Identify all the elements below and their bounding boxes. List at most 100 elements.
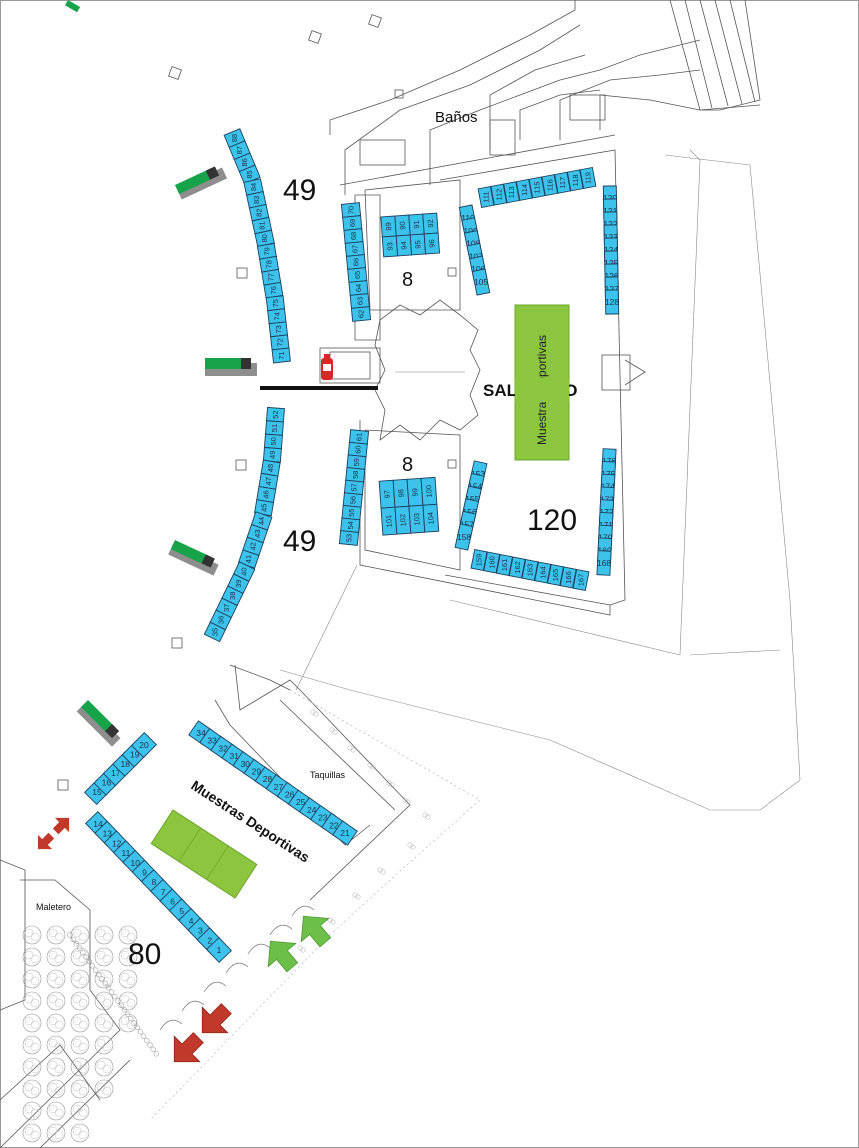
booth-51[interactable]: 51: [264, 420, 284, 436]
booth-89[interactable]: 89: [380, 215, 397, 238]
booth-61[interactable]: 61: [348, 429, 370, 445]
booth-64[interactable]: 64: [348, 280, 369, 296]
booth-number: 66: [352, 258, 361, 266]
booth-49[interactable]: 49: [262, 446, 282, 463]
booth-113[interactable]: 113: [503, 181, 520, 204]
booth-168[interactable]: 168: [596, 550, 612, 576]
booth-84[interactable]: 84: [243, 178, 264, 196]
booth-100[interactable]: 100: [420, 476, 438, 506]
booth-103[interactable]: 103: [408, 504, 426, 534]
booth-90[interactable]: 90: [394, 214, 411, 237]
booth-65[interactable]: 65: [347, 267, 368, 283]
booth-91[interactable]: 91: [408, 213, 425, 236]
tree-icon: [118, 947, 138, 967]
booth-number: 75: [271, 299, 280, 307]
booth-number: 164: [538, 566, 547, 579]
booth-93[interactable]: 93: [381, 235, 399, 258]
booth-number: 170: [598, 533, 612, 543]
booth-98[interactable]: 98: [392, 478, 410, 508]
booth-67[interactable]: 67: [344, 241, 365, 257]
booth-99[interactable]: 99: [406, 477, 424, 507]
booth-52[interactable]: 52: [266, 406, 285, 423]
booth-number: 81: [257, 221, 266, 229]
booth-46[interactable]: 46: [256, 486, 277, 504]
booth-59[interactable]: 59: [346, 454, 367, 471]
booth-number: 5: [179, 906, 184, 916]
booth-96[interactable]: 96: [423, 232, 441, 255]
booth-165[interactable]: 165: [547, 563, 564, 587]
booth-95[interactable]: 95: [409, 233, 427, 256]
booth-63[interactable]: 63: [349, 293, 370, 309]
booth-73[interactable]: 73: [268, 321, 288, 338]
booth-166[interactable]: 166: [559, 566, 577, 589]
booth-number: 165: [551, 569, 560, 582]
booth-50[interactable]: 50: [263, 433, 283, 450]
booth-21[interactable]: 21: [332, 820, 358, 846]
booth-81[interactable]: 81: [251, 216, 273, 235]
booth-69[interactable]: 69: [342, 215, 363, 231]
booth-161[interactable]: 161: [496, 553, 513, 577]
booth-76[interactable]: 76: [263, 281, 284, 299]
booth-164[interactable]: 164: [534, 561, 552, 584]
booth-70[interactable]: 70: [340, 202, 362, 218]
booth-20[interactable]: 20: [130, 731, 158, 759]
booth-number: 19: [130, 749, 140, 759]
booth-53[interactable]: 53: [338, 530, 360, 546]
label-maletero: Maletero: [36, 902, 71, 912]
booth-75[interactable]: 75: [265, 295, 286, 312]
booth-102[interactable]: 102: [394, 505, 412, 535]
booth-number: 61: [355, 433, 364, 441]
booth-162[interactable]: 162: [508, 556, 526, 579]
booth-number: 102: [398, 514, 408, 527]
booth-114[interactable]: 114: [515, 178, 533, 201]
booth-159[interactable]: 159: [470, 548, 488, 572]
booth-number: 41: [244, 555, 253, 563]
booth-118[interactable]: 118: [566, 169, 584, 192]
booth-116[interactable]: 116: [541, 174, 559, 197]
booth-92[interactable]: 92: [422, 212, 439, 235]
booth-160[interactable]: 160: [483, 551, 501, 574]
booth-111[interactable]: 111: [477, 185, 495, 209]
exit-arrow-icon: [52, 817, 70, 835]
booth-35[interactable]: 35: [203, 621, 227, 643]
booth-119[interactable]: 119: [579, 166, 597, 190]
booth-number: 168: [597, 558, 611, 568]
booth-number: 78: [265, 260, 274, 268]
booth-158[interactable]: 158: [454, 523, 475, 551]
booth-66[interactable]: 66: [345, 254, 367, 270]
booth-71[interactable]: 71: [271, 347, 291, 364]
booth-1[interactable]: 1: [205, 936, 233, 964]
tree-icon: [46, 1123, 66, 1143]
booth-105[interactable]: 105: [471, 268, 492, 296]
tree-icon: [118, 991, 138, 1011]
booth-number: 106: [471, 264, 485, 274]
booth-115[interactable]: 115: [528, 176, 546, 199]
booth-68[interactable]: 68: [343, 228, 364, 244]
booth-number: 91: [412, 220, 422, 229]
booth-104[interactable]: 104: [422, 503, 440, 533]
booth-number: 94: [399, 241, 409, 250]
booth-43[interactable]: 43: [246, 523, 269, 544]
booth-94[interactable]: 94: [395, 234, 413, 257]
booth-128[interactable]: 128: [604, 289, 620, 315]
booth-number: 97: [382, 490, 392, 499]
booth-97[interactable]: 97: [378, 479, 396, 509]
booth-62[interactable]: 62: [350, 306, 372, 322]
stand-marker-2: [205, 358, 257, 376]
booth-163[interactable]: 163: [521, 558, 539, 582]
booth-72[interactable]: 72: [270, 334, 290, 351]
tree-icon: [94, 991, 114, 1011]
booth-number: 27: [274, 782, 284, 792]
booth-101[interactable]: 101: [380, 506, 398, 536]
stand-marker-top: [65, 0, 81, 13]
booth-112[interactable]: 112: [490, 183, 508, 206]
booth-number: 67: [350, 245, 359, 253]
stand-marker-1: [175, 166, 228, 200]
booth-number: 110: [461, 213, 475, 223]
booth-167[interactable]: 167: [572, 568, 590, 592]
booth-117[interactable]: 117: [554, 171, 571, 194]
booth-74[interactable]: 74: [267, 308, 287, 325]
booth-number: 99: [410, 488, 420, 497]
booth-number: 90: [398, 221, 408, 230]
